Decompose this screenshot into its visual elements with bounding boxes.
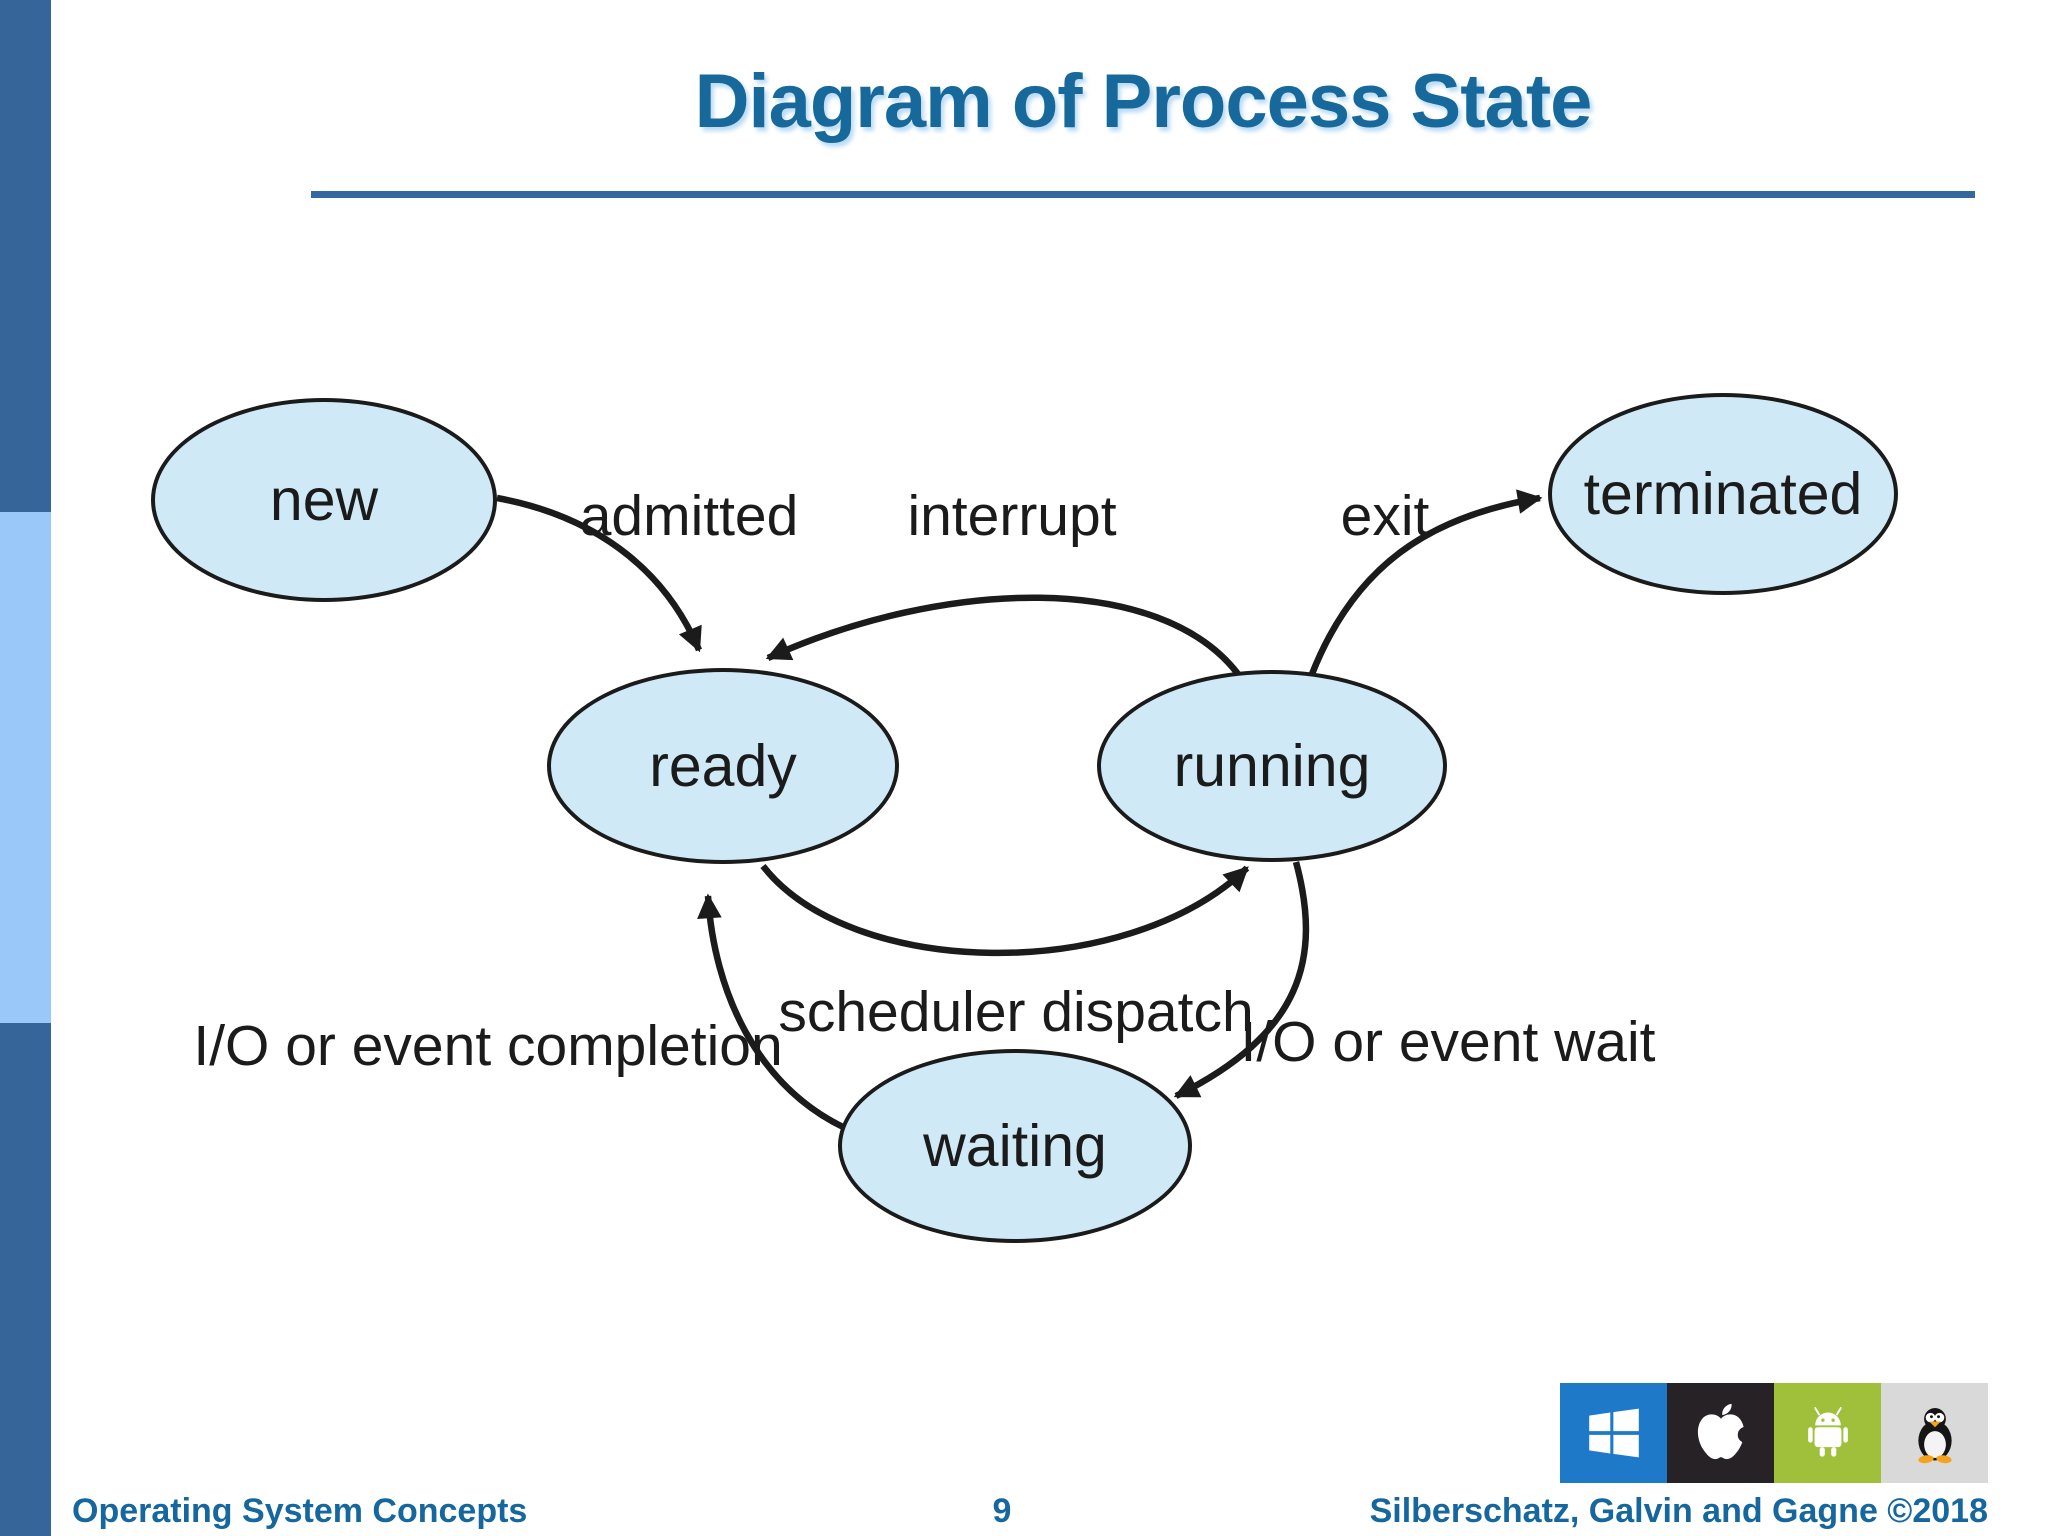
state-ellipse-new: new — [151, 398, 497, 602]
state-label-running: running — [1173, 733, 1371, 799]
admitted-arrow — [496, 494, 702, 653]
sidebar-accent-bar — [0, 0, 51, 1536]
slide-title: Diagram of Process State — [694, 59, 1593, 144]
apple-icon — [1697, 1403, 1752, 1460]
android-tile — [1774, 1383, 1881, 1483]
state-label-ready: ready — [649, 733, 797, 799]
title-underline — [311, 191, 1975, 198]
state-ellipse-running: running — [1097, 670, 1447, 862]
platform-icon-strip — [1560, 1383, 1988, 1483]
footer-book-title: Operating System Concepts — [72, 1492, 528, 1530]
state-label-terminated: terminated — [1583, 461, 1863, 527]
transition-label-admitted: admitted — [579, 484, 799, 548]
state-ellipse-ready: ready — [547, 668, 899, 864]
state-label-waiting: waiting — [923, 1113, 1107, 1179]
footer-page-number: 9 — [992, 1492, 1012, 1530]
io-event-wait-arrow — [1173, 861, 1310, 1099]
state-ellipse-terminated: terminated — [1548, 393, 1898, 595]
scheduler-dispatch-arrow — [760, 864, 1250, 957]
sidebar-segment-dark-top — [0, 0, 51, 512]
io-event-completion-arrow — [697, 893, 847, 1131]
transition-label-scheduler-dispatch: scheduler dispatch — [778, 980, 1254, 1044]
transition-label-io-event-wait: I/O or event wait — [1240, 1010, 1656, 1074]
footer-authors: Silberschatz, Galvin and Gagne ©2018 — [1369, 1492, 1988, 1530]
windows-icon — [1588, 1408, 1639, 1458]
transition-label-interrupt: interrupt — [907, 484, 1117, 548]
transition-label-io-event-completion: I/O or event completion — [193, 1014, 783, 1078]
tux-linux-icon — [1917, 1408, 1952, 1464]
apple-tile — [1667, 1383, 1774, 1483]
tux-tile — [1881, 1383, 1988, 1483]
transition-label-exit: exit — [1340, 484, 1430, 548]
windows-tile — [1560, 1383, 1667, 1483]
interrupt-arrow — [765, 594, 1241, 676]
state-ellipse-waiting: waiting — [838, 1049, 1192, 1243]
sidebar-segment-dark-bottom — [0, 1023, 51, 1536]
state-label-new: new — [269, 467, 379, 533]
exit-arrow — [1308, 489, 1543, 676]
android-icon — [1807, 1407, 1848, 1457]
sidebar-segment-light — [0, 512, 51, 1023]
